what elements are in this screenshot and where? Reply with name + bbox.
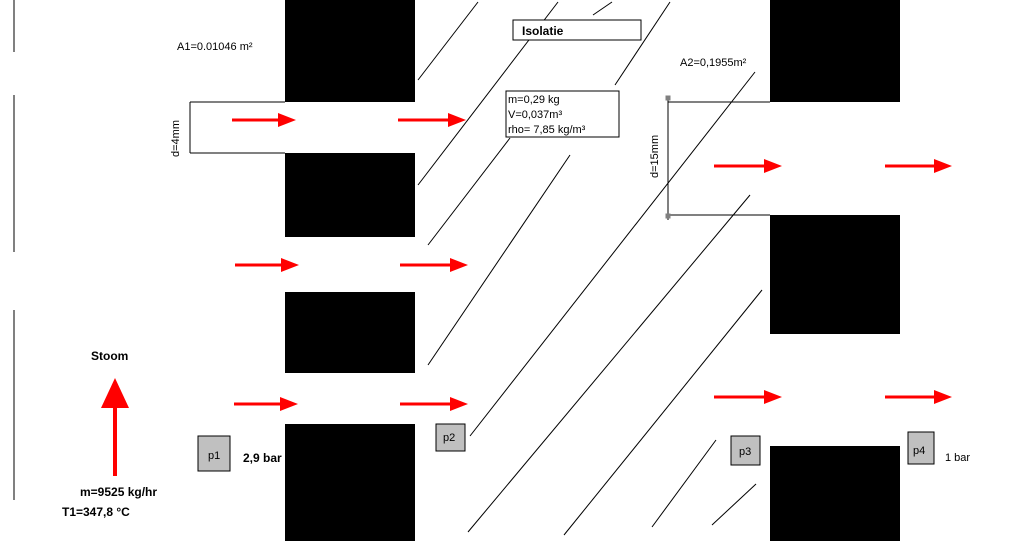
wall-block <box>285 0 415 102</box>
wall-block <box>770 446 900 541</box>
p1-pressure-label: 2,9 bar <box>243 451 282 465</box>
nozzle-outline-right <box>665 95 770 220</box>
gauge-p2-label: p2 <box>443 432 455 444</box>
gauge-p1-label: p1 <box>208 450 220 462</box>
steam-label: Stoom <box>91 349 128 363</box>
mass-flow-label: m=9525 kg/hr <box>80 485 157 499</box>
flow-arrow <box>398 113 466 127</box>
wall-block <box>770 215 900 334</box>
insulation-hatching <box>417 1 763 536</box>
gauge-p1: p1 <box>197 435 231 472</box>
flow-arrow <box>714 159 782 173</box>
area-a2-label: A2=0,1955m² <box>680 57 747 69</box>
flow-arrows <box>101 113 952 476</box>
area-a1-label: A1=0.01046 m² <box>177 41 253 53</box>
temperature-label: T1=347,8 °C <box>62 505 130 519</box>
flow-arrow <box>400 397 468 411</box>
steam-arrow <box>101 378 129 476</box>
flow-arrow <box>232 113 296 127</box>
volume-label: V=0,037m³ <box>508 109 562 121</box>
flow-arrow <box>885 390 952 404</box>
flow-arrow <box>235 258 299 272</box>
hatch-line <box>467 194 751 533</box>
isolatie-label-box: Isolatie <box>512 19 642 41</box>
isolatie-label: Isolatie <box>522 24 564 38</box>
p4-pressure-label: 1 bar <box>945 452 970 464</box>
wall-block <box>285 292 415 373</box>
hatch-line <box>711 483 757 526</box>
hatch-line <box>417 1 479 81</box>
diameter-d1-label: d=4mm <box>170 120 182 157</box>
gauge-p3-label: p3 <box>739 446 751 458</box>
gauge-p4: p4 <box>907 431 935 465</box>
diameter-d2-label: d=15mm <box>649 135 661 178</box>
hatch-line <box>563 289 763 536</box>
flow-arrow <box>714 390 782 404</box>
gauge-p3: p3 <box>730 435 761 466</box>
hatch-line <box>651 439 717 528</box>
flow-arrow <box>234 397 298 411</box>
wall-block <box>770 0 900 102</box>
hatch-line <box>614 1 671 86</box>
hatch-line <box>592 1 613 16</box>
nozzle-outline-left <box>189 101 285 154</box>
mass-label: m=0,29 kg <box>508 94 560 106</box>
gauge-p2: p2 <box>435 423 466 452</box>
flow-arrow <box>400 258 468 272</box>
density-label: rho= 7,85 kg/m³ <box>508 124 586 136</box>
flow-arrow <box>885 159 952 173</box>
wall-block <box>285 424 415 541</box>
hatch-line <box>469 71 756 437</box>
wall-block <box>285 153 415 237</box>
gauge-p4-label: p4 <box>913 445 925 457</box>
properties-box: m=0,29 kg V=0,037m³ rho= 7,85 kg/m³ <box>505 90 620 138</box>
hatch-line <box>427 154 571 366</box>
hatch-line <box>427 137 511 246</box>
wall-blocks <box>285 0 900 541</box>
